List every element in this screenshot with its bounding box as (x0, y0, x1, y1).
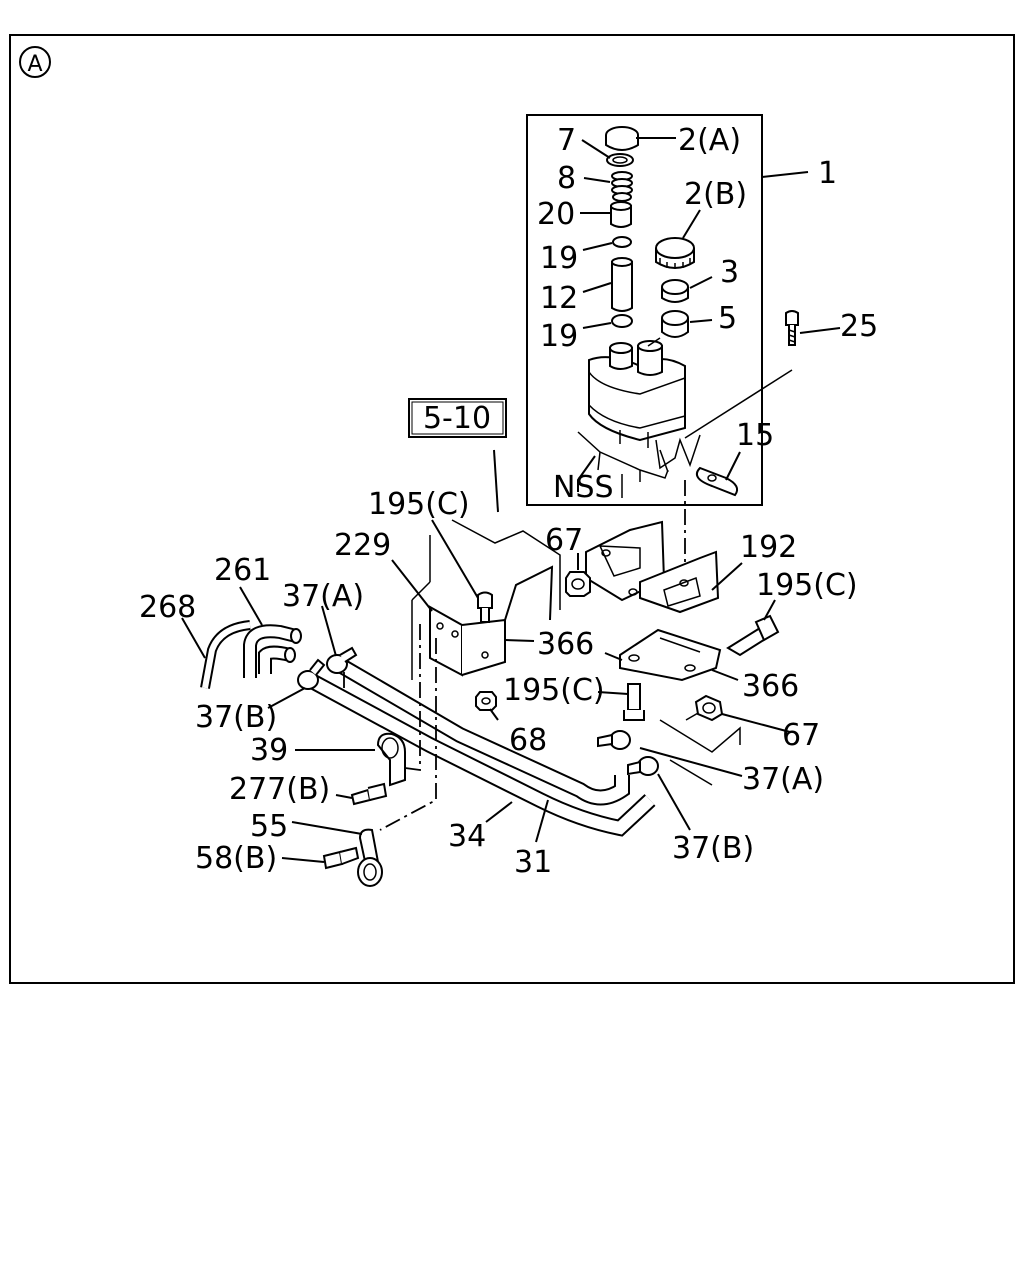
reservoir-tank (577, 337, 701, 482)
callout-366-right: 366 (742, 669, 799, 704)
callout-366-left: 366 (537, 627, 594, 662)
callout-268: 268 (139, 590, 196, 625)
reservoir-cap-2a (605, 126, 639, 151)
leader-lines (181, 137, 841, 863)
callout-37b-left: 37(B) (195, 700, 277, 735)
callout-31: 31 (514, 845, 552, 880)
callout-195c-right: 195(C) (756, 568, 858, 603)
callout-37b-right: 37(B) (672, 831, 754, 866)
nut-67-top (565, 571, 591, 597)
callout-39: 39 (250, 733, 288, 768)
callout-19-upper: 19 (540, 241, 578, 276)
cap-2b (655, 237, 695, 269)
callout-2a: 2(A) (678, 123, 741, 158)
seal-ring-7 (606, 153, 634, 167)
callout-20: 20 (537, 197, 575, 232)
bolt-195c-mid (623, 683, 645, 721)
callouts: 7 2(A) 8 1 2(B) 20 19 3 12 25 5 19 15 19… (139, 123, 878, 880)
callout-7: 7 (557, 123, 576, 158)
spring-8 (611, 171, 633, 202)
bolt-195c-top (477, 591, 493, 623)
bracket-366-upper (619, 628, 722, 682)
o-ring-19-lower (611, 314, 633, 328)
callout-58b: 58(B) (195, 841, 277, 876)
bolt-25-axis (684, 369, 793, 439)
callout-15: 15 (736, 418, 774, 453)
hose-268 (200, 620, 251, 689)
clamp-37a-left (326, 646, 358, 674)
callout-261: 261 (214, 553, 271, 588)
callout-3: 3 (720, 255, 739, 290)
clip-55 (357, 828, 383, 887)
frame-rail-ghost (411, 519, 741, 786)
nut-67-right (694, 694, 724, 722)
section-ref-box: 5-10 (408, 398, 507, 438)
clamp-37b-right (627, 756, 659, 776)
callout-195c-top: 195(C) (368, 487, 470, 522)
bracket-192 (585, 520, 720, 614)
bolt-25 (785, 310, 799, 346)
o-ring-19-upper (612, 236, 632, 248)
clip-39 (376, 732, 406, 787)
callout-12: 12 (540, 281, 578, 316)
bolt-277b (350, 782, 388, 806)
bolt-195c-right (726, 614, 780, 657)
callout-34: 34 (448, 819, 486, 854)
filter-5 (661, 310, 689, 338)
pipe-34 (335, 658, 630, 806)
nss-label: NSS (553, 470, 614, 505)
bolt-58b (322, 846, 360, 870)
callout-67-top: 67 (545, 523, 583, 558)
callout-55: 55 (250, 809, 288, 844)
cap-3 (661, 279, 689, 303)
section-ref-text: 5-10 (423, 401, 491, 436)
callout-192: 192 (740, 530, 797, 565)
callout-5: 5 (718, 301, 737, 336)
reservoir-inset-frame (526, 114, 763, 506)
callout-19-lower: 19 (540, 319, 578, 354)
callout-25: 25 (840, 309, 878, 344)
clip-axis-lines (343, 624, 437, 831)
outer-frame (9, 34, 1015, 984)
view-marker: A (19, 46, 51, 78)
callout-229: 229 (334, 528, 391, 563)
clamp-37a-right (597, 730, 631, 750)
callout-37a-left: 37(A) (282, 579, 364, 614)
callout-2b: 2(B) (684, 177, 747, 212)
bracket-15 (696, 466, 739, 497)
callout-195c-mid: 195(C) (503, 673, 605, 708)
pipe-31 (306, 672, 656, 837)
callout-37a-right: 37(A) (742, 762, 824, 797)
callout-1: 1 (818, 156, 837, 191)
hose-261 (243, 624, 302, 678)
bracket-366-left (429, 565, 554, 677)
callout-68: 68 (509, 723, 547, 758)
view-marker-letter: A (27, 52, 42, 77)
callout-67-right: 67 (782, 718, 820, 753)
callout-277b: 277(B) (229, 772, 330, 807)
clamp-37b-left (297, 658, 326, 690)
tube-12 (611, 257, 633, 312)
nut-68 (475, 691, 497, 711)
callout-8: 8 (557, 161, 576, 196)
plunger-20 (610, 201, 632, 228)
